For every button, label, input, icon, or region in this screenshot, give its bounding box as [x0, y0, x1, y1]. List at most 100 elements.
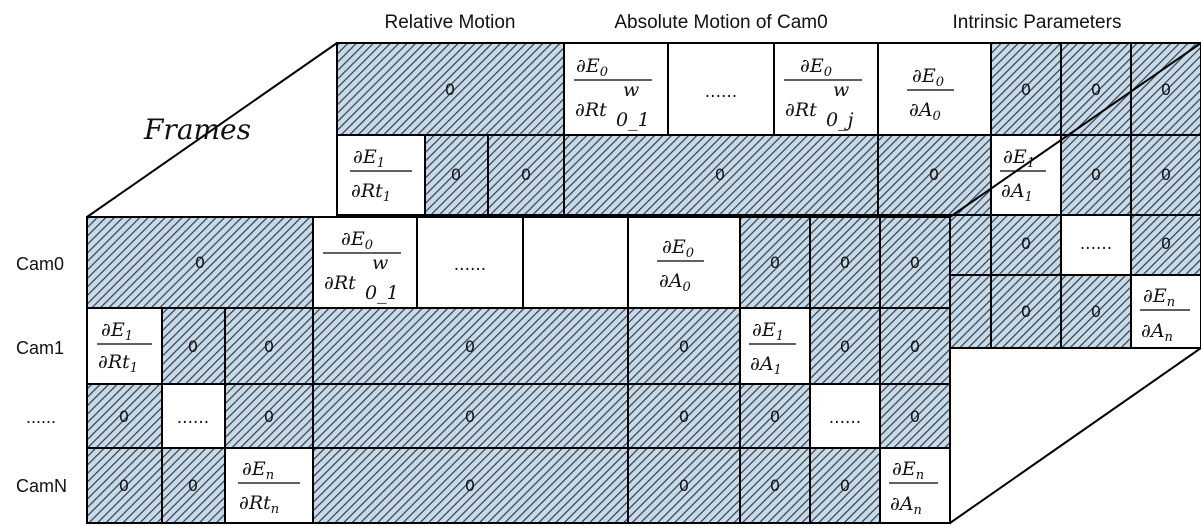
ellipsis-label: ......: [1080, 234, 1112, 254]
svg-text:∂E0: ∂E0: [341, 228, 373, 253]
perspective-edges: [86, 42, 1201, 524]
front-cell: [627, 447, 741, 524]
svg-text:w: w: [372, 252, 388, 274]
back-face: 0 ∂E0 w ∂Rt 0_1 ...... ∂E0 w ∂Rt 0_j ∂E0…: [336, 42, 1201, 349]
partial-e0-a0-front: ∂E0 ∂A0: [657, 236, 704, 295]
zero-label: 0: [770, 253, 780, 272]
zero-label: 0: [1021, 80, 1031, 99]
zero-label: 0: [679, 407, 689, 426]
front-face: 0 ∂E0 w ∂Rt 0_1 ...... ∂E0 ∂A0 0 0 0 ∂E1: [86, 216, 951, 524]
back-cell: [336, 134, 426, 216]
partial-e0-rt01-front: ∂E0 w ∂Rt 0_1: [323, 228, 401, 304]
row-label-camn: CamN: [16, 476, 67, 496]
partial-en-an-front: ∂En ∂An: [889, 458, 938, 518]
front-cell: [161, 447, 226, 524]
svg-text:∂Rt1: ∂Rt1: [98, 351, 138, 376]
front-cell: [627, 383, 741, 449]
svg-text:∂E1: ∂E1: [101, 319, 133, 344]
svg-text:∂A0: ∂A0: [909, 99, 941, 124]
partial-e1-a1-front: ∂E1 ∂A1: [749, 319, 796, 378]
back-cell: [949, 214, 992, 276]
ellipsis-label: ......: [705, 82, 737, 102]
partial-en-rtn: ∂En ∂Rtn: [238, 458, 300, 517]
back-cell: [1130, 274, 1201, 349]
svg-text:0_1: 0_1: [616, 109, 650, 131]
partial-e1-a1: ∂E1 ∂A1: [1000, 146, 1046, 205]
svg-text:∂En: ∂En: [242, 458, 274, 483]
zero-label: 0: [465, 476, 475, 495]
front-cell: [809, 216, 881, 309]
svg-text:∂A1: ∂A1: [750, 353, 782, 378]
zero-label: 0: [264, 407, 274, 426]
zero-label: 0: [910, 337, 920, 356]
front-cell: [879, 216, 951, 309]
zero-label: 0: [679, 476, 689, 495]
back-cell: [1060, 274, 1132, 349]
zero-label: 0: [910, 253, 920, 272]
row-label-cam0: Cam0: [16, 254, 64, 274]
back-cell: [1060, 134, 1132, 216]
front-cell: [86, 216, 314, 309]
front-cell: [522, 216, 629, 309]
header-absolute-motion: Absolute Motion of Cam0: [614, 12, 827, 33]
svg-text:∂Rt: ∂Rt: [575, 99, 607, 121]
zero-label: 0: [119, 476, 129, 495]
zero-label: 0: [451, 165, 461, 184]
ellipsis-label: ......: [454, 255, 486, 275]
svg-text:∂E0: ∂E0: [800, 55, 832, 80]
zero-label: 0: [770, 476, 780, 495]
svg-text:∂E0: ∂E0: [912, 65, 944, 90]
svg-text:∂E0: ∂E0: [576, 55, 608, 80]
svg-text:∂En: ∂En: [1143, 285, 1175, 310]
back-cell: [563, 42, 669, 136]
zero-label: 0: [840, 337, 850, 356]
svg-text:w: w: [623, 79, 639, 101]
svg-text:∂E1: ∂E1: [752, 319, 784, 344]
header-relative-motion: Relative Motion: [385, 12, 516, 33]
zero-label: 0: [1091, 165, 1101, 184]
partial-e0-rt0j: ∂E0 w ∂Rt 0_j: [784, 55, 862, 131]
front-cell: [627, 307, 741, 385]
row-label-cam1: Cam1: [16, 338, 64, 358]
partial-en-an-back: ∂En ∂An: [1140, 285, 1190, 345]
svg-text:∂Rt: ∂Rt: [324, 272, 356, 294]
svg-text:∂E1: ∂E1: [1003, 146, 1035, 171]
zero-label: 0: [770, 407, 780, 426]
back-cell: [773, 42, 879, 136]
back-cell: [990, 42, 1062, 136]
zero-label: 0: [195, 253, 205, 272]
zero-label: 0: [1091, 302, 1101, 321]
svg-text:∂Rt1: ∂Rt1: [351, 180, 391, 205]
zero-label: 0: [840, 253, 850, 272]
front-cell: [224, 447, 314, 524]
front-cell: [86, 383, 163, 449]
svg-text:0_j: 0_j: [826, 109, 854, 131]
frames-label: Frames: [143, 113, 251, 146]
zero-label: 0: [188, 476, 198, 495]
partial-e1-rt1: ∂E1 ∂Rt1: [350, 146, 412, 205]
front-cell: [879, 447, 951, 524]
back-cell: [1060, 214, 1132, 276]
front-cell: [739, 383, 811, 449]
svg-text:∂Rtn: ∂Rtn: [239, 492, 279, 517]
back-cell: [563, 134, 879, 216]
zero-label: 0: [521, 165, 531, 184]
back-cell: [990, 274, 1062, 349]
zero-label: 0: [119, 407, 129, 426]
svg-text:∂E1: ∂E1: [353, 146, 385, 171]
front-cell: [739, 447, 811, 524]
zero-label: 0: [465, 407, 475, 426]
partial-e0-rt01: ∂E0 w ∂Rt 0_1: [574, 55, 652, 131]
zero-label: 0: [1161, 80, 1171, 99]
svg-text:∂A1: ∂A1: [1001, 180, 1033, 205]
svg-text:∂An: ∂An: [1141, 320, 1173, 345]
front-cell: [161, 383, 226, 449]
back-cell: [1130, 42, 1201, 136]
svg-text:w: w: [833, 79, 849, 101]
svg-text:∂An: ∂An: [890, 493, 922, 518]
back-cell: [487, 134, 565, 216]
svg-text:∂A0: ∂A0: [659, 270, 691, 295]
zero-label: 0: [910, 407, 920, 426]
ellipsis-label: ......: [177, 408, 209, 428]
zero-label: 0: [679, 337, 689, 356]
